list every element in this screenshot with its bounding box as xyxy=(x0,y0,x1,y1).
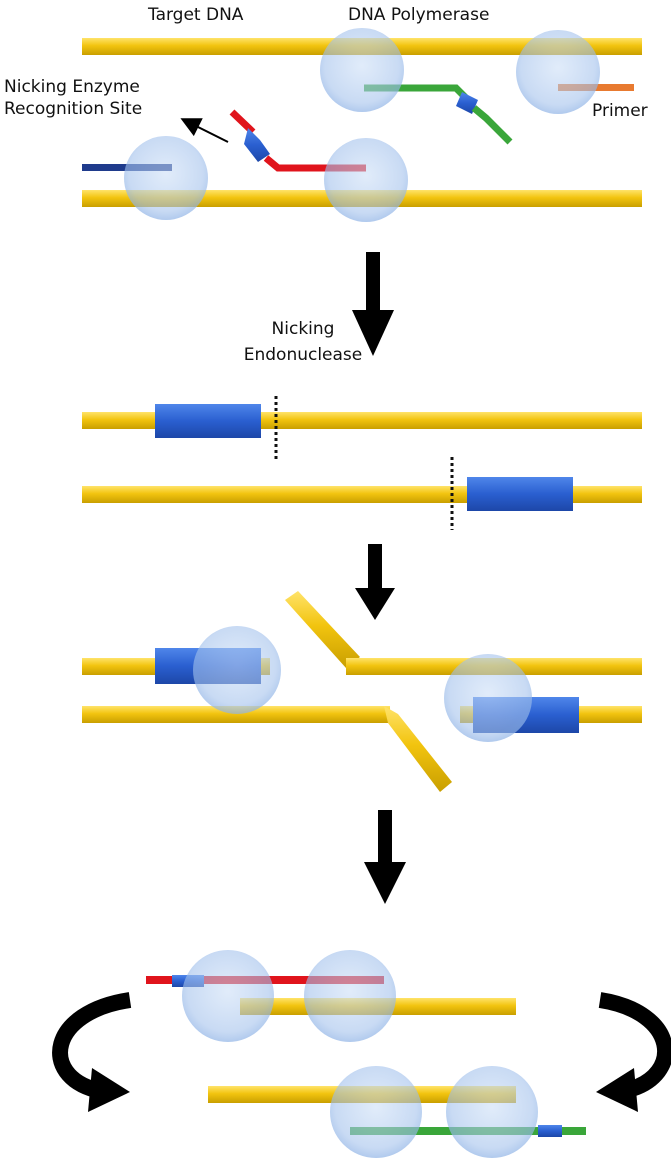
stage-1 xyxy=(82,28,642,222)
primer-red xyxy=(229,109,256,135)
polymerase-bubble xyxy=(124,136,208,220)
process-arrow xyxy=(364,810,406,904)
recognition-site xyxy=(155,404,261,438)
polymerase-bubble xyxy=(182,950,274,1042)
stage-4 xyxy=(52,950,671,1158)
recognition-site xyxy=(467,477,573,511)
pointer-arrow xyxy=(180,118,229,143)
dna-strand-bottom-left xyxy=(82,706,390,723)
label-target-dna: Target DNA xyxy=(148,5,244,25)
polymerase-bubble xyxy=(320,28,404,112)
primer-green-tail xyxy=(471,105,513,145)
label-nicking-site-2: Recognition Site xyxy=(4,99,143,119)
label-nicking-endo-1: Nicking xyxy=(271,319,335,339)
displaced-strand xyxy=(285,591,360,668)
process-arrow xyxy=(355,544,395,620)
polymerase-bubble xyxy=(193,626,281,714)
displaced-strand xyxy=(384,706,452,792)
stage-3 xyxy=(82,591,642,792)
polymerase-bubble xyxy=(330,1066,422,1158)
recognition-site-small xyxy=(538,1125,562,1137)
label-nicking-endo-2: Endonuclease xyxy=(243,345,363,365)
label-dna-polymerase: DNA Polymerase xyxy=(348,5,490,25)
cycle-arrow-right xyxy=(596,992,671,1112)
polymerase-bubble xyxy=(446,1066,538,1158)
polymerase-bubble xyxy=(304,950,396,1042)
cycle-arrow-left xyxy=(52,992,132,1112)
recognition-site-green xyxy=(456,92,478,114)
recognition-site-red xyxy=(244,128,270,162)
label-primer: Primer xyxy=(592,101,648,121)
polymerase-bubble xyxy=(516,30,600,114)
label-nicking-site-1: Nicking Enzyme xyxy=(4,77,140,97)
stage-2 xyxy=(82,396,642,530)
process-arrow xyxy=(352,252,394,356)
polymerase-bubble xyxy=(324,138,408,222)
polymerase-bubble xyxy=(444,654,532,742)
